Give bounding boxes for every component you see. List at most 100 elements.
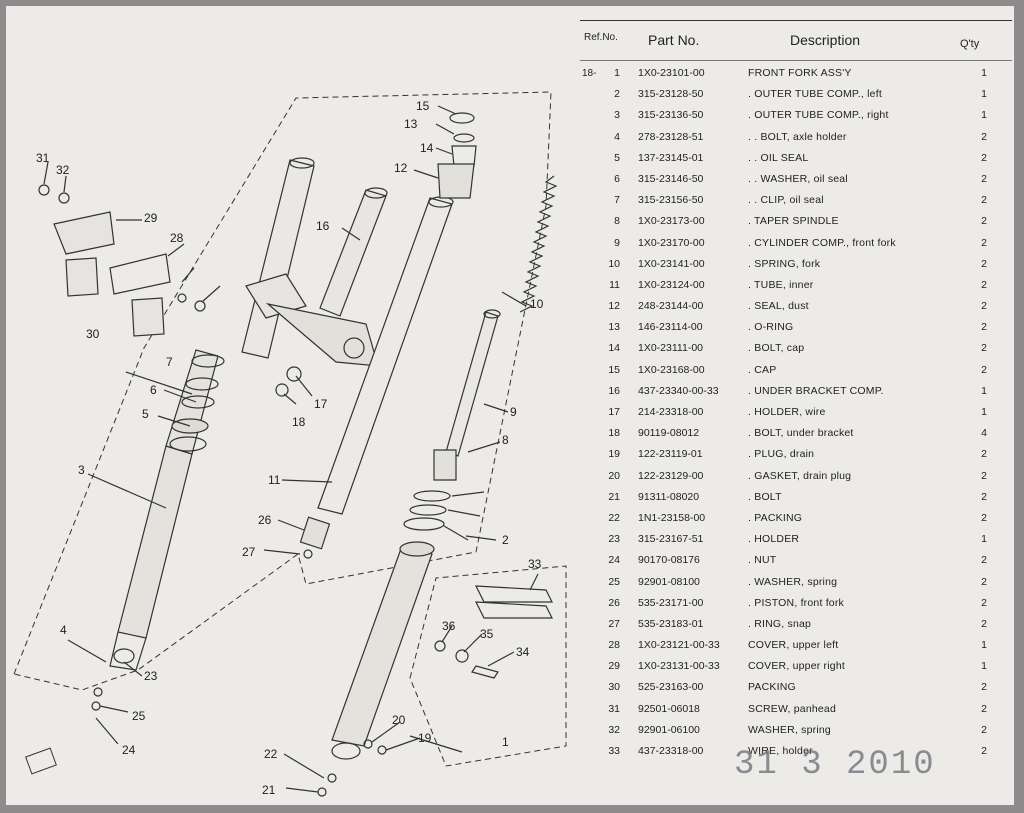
description-cell: COVER, upper left [748,639,839,652]
part-number-cell: 248-23144-00 [638,300,704,313]
callout-17: 17 [314,397,328,411]
ref-cell: 19 [608,448,620,461]
callout-4: 4 [60,623,67,637]
part-number-cell: 535-23183-01 [638,617,704,630]
callout-34: 34 [516,645,530,659]
ref-cell: 20 [608,469,620,482]
qty-cell: 2 [981,172,987,185]
ref-cell: 22 [608,511,620,524]
callout-28: 28 [170,231,184,245]
ref-cell: 30 [608,681,620,694]
part-number-cell: 525-23163-00 [638,681,704,694]
description-cell: . . CLIP, oil seal [748,194,824,207]
callout-6: 6 [150,383,157,397]
part-number-cell: 92901-06100 [638,723,700,736]
callout-23: 23 [144,669,158,683]
description-cell: WASHER, spring [748,723,831,736]
part-number-cell: 315-23167-51 [638,533,704,546]
description-cell: . GASKET, drain plug [748,469,852,482]
ref-cell: 12 [608,300,620,313]
ref-cell: 9 [614,236,620,249]
qty-cell: 4 [981,427,987,440]
qty-cell: 2 [981,702,987,715]
ref-cell: 11 [609,278,620,291]
qty-cell: 2 [981,723,987,736]
description-cell: . . OIL SEAL [748,151,809,164]
ref-cell: 33 [608,745,620,757]
callout-31: 31 [36,151,50,165]
qty-cell: 2 [981,681,987,694]
description-cell: . PISTON, front fork [748,596,844,609]
qty-cell: 2 [981,363,987,376]
qty-cell: 2 [981,745,987,757]
description-cell: . SEAL, dust [748,300,809,313]
qty-cell: 1 [981,109,987,122]
ref-cell: 5 [614,151,620,164]
header-rule [580,20,1012,21]
part-number-cell: 91311-08020 [638,490,700,503]
ref-cell: 13 [608,321,620,334]
callout-36: 36 [442,619,456,633]
qty-cell: 2 [981,469,987,482]
ref-cell: 26 [608,596,620,609]
ref-cell: 32 [608,723,620,736]
part-number-cell: 278-23128-51 [638,130,704,143]
part-number-cell: 92501-06018 [638,702,700,715]
description-cell: . TUBE, inner [748,278,814,291]
header-rule-bottom [580,60,1012,61]
qty-cell: 2 [981,130,987,143]
qty-cell: 2 [981,300,987,313]
callout-30: 30 [86,327,100,341]
front-fork-drawing: 1 2 3 4 5 6 7 8 9 10 11 12 13 14 15 16 1… [6,6,586,797]
callout-21: 21 [262,783,276,797]
col-header-description: Description [790,32,861,48]
description-cell: FRONT FORK ASS'Y [748,67,852,79]
callout-9: 9 [510,405,517,419]
part-number-cell: 315-23156-50 [638,194,704,207]
description-cell: WIRE, holder [748,745,813,757]
callout-29: 29 [144,211,158,225]
callout-13: 13 [404,117,418,131]
table-row: 12 248-23144-00 . SEAL, dust 2 [580,297,1012,318]
part-number-cell: 437-23318-00 [638,745,704,757]
part-number-cell: 1X0-23121-00-33 [638,639,720,652]
description-cell: . TAPER SPINDLE [748,215,839,228]
callout-12: 12 [394,161,408,175]
ref-cell: 31 [608,702,620,715]
description-cell: . BOLT, cap [748,342,805,355]
qty-cell: 2 [981,448,987,461]
description-cell: COVER, upper right [748,660,845,673]
description-cell: . UNDER BRACKET COMP. [748,384,884,397]
ref-cell: 8 [614,215,620,228]
description-cell: . BOLT, under bracket [748,427,854,440]
part-number-cell: 437-23340-00-33 [638,384,719,397]
ref-cell: 28 [608,639,620,652]
qty-cell: 2 [981,257,987,270]
callout-26: 26 [258,513,272,527]
qty-cell: 2 [981,215,987,228]
qty-cell: 2 [981,194,987,207]
description-cell: PACKING [748,681,796,694]
ref-cell: 27 [608,617,620,630]
qty-cell: 1 [981,533,987,546]
callout-14: 14 [420,141,434,155]
part-number-cell: 1X0-23111-00 [638,342,703,355]
description-cell: . SPRING, fork [748,257,821,270]
description-cell: . BOLT [748,490,782,503]
ref-cell: 17 [608,406,620,418]
